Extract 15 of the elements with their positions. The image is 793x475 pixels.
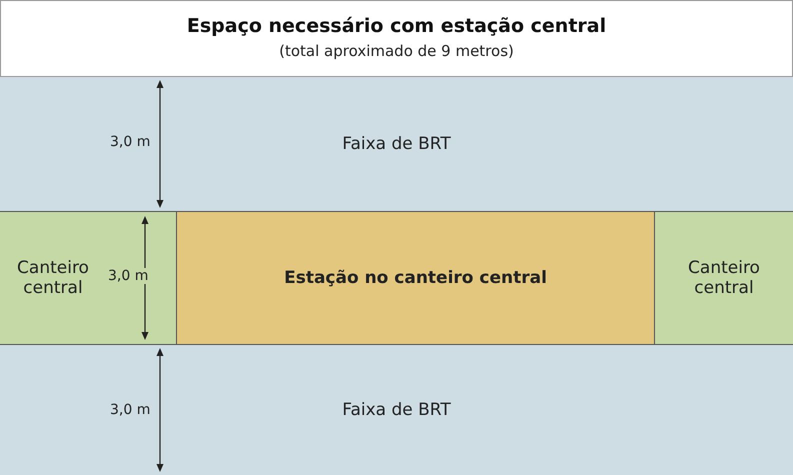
band-label: Faixa de BRT: [342, 400, 451, 420]
station-band: [176, 211, 655, 345]
diagram-caption: (total aproximado de 9 metros): [279, 42, 514, 60]
lane-band: [0, 345, 793, 475]
band-label: Canteiro central: [16, 258, 90, 298]
dimension-label: 3,0 m: [108, 268, 148, 284]
median-band: [0, 211, 176, 345]
station-label: Estação no canteiro central: [284, 268, 547, 288]
dimension-label: 3,0 m: [110, 402, 150, 418]
lane-band: [0, 77, 793, 211]
median-band: [655, 211, 793, 345]
band-label: Faixa de BRT: [342, 134, 451, 154]
dimension-label: 3,0 m: [110, 134, 150, 150]
diagram-title: Espaço necessário com estação central: [186, 15, 606, 37]
band-label: Canteiro central: [687, 258, 761, 298]
